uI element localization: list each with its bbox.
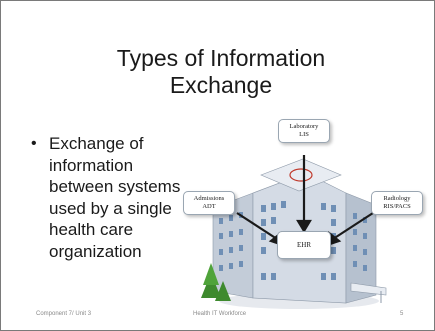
ehr-box: EHR	[277, 231, 331, 259]
radiology-label: Radiology	[383, 195, 411, 202]
admissions-label: Admissions	[193, 195, 225, 202]
admissions-box: Admissions ADT	[183, 191, 235, 215]
laboratory-label: Laboratory	[289, 123, 319, 130]
admissions-system: ADT	[202, 203, 216, 210]
slide-title: Types of Information Exchange	[61, 45, 381, 99]
footer-component: Component 7/ Unit 3	[36, 311, 92, 317]
information-exchange-diagram: Laboratory LIS Admissions ADT Radiology …	[181, 113, 426, 313]
arrow-radiology-to-ehr	[332, 212, 374, 240]
helipad-icon	[289, 168, 313, 182]
radiology-box: Radiology RIS/PACS	[371, 191, 423, 215]
building-right-wing	[345, 192, 377, 304]
footer-title: Health IT Workforce	[193, 311, 247, 317]
footer-page-number: 5	[400, 311, 404, 317]
laboratory-system: LIS	[299, 131, 309, 138]
tree-icon	[201, 263, 231, 301]
ehr-label: EHR	[297, 241, 311, 249]
bullet-marker: •	[31, 135, 37, 152]
building-roof	[260, 158, 342, 192]
slide-title-line-1: Types of Information	[116, 45, 326, 71]
radiology-system: RIS/PACS	[383, 203, 411, 210]
arrow-admissions-to-ehr	[236, 212, 278, 240]
entrance-canopy	[350, 282, 387, 296]
bullet-text: Exchange of information between systems …	[49, 134, 181, 261]
slide-title-line-2: Exchange	[169, 72, 273, 98]
laboratory-box: Laboratory LIS	[278, 119, 330, 143]
arrowhead-lab	[296, 219, 312, 234]
